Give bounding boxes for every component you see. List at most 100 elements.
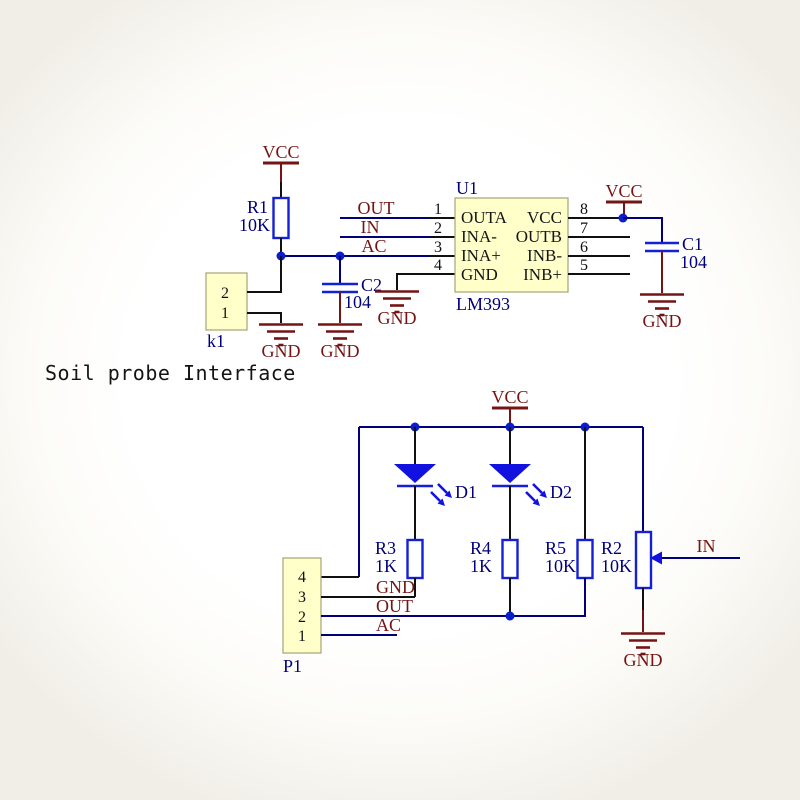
connector-k1: 2 1 k1: [205, 272, 248, 351]
gnd-symbol-k1: GND: [259, 323, 303, 361]
wire: [247, 312, 282, 323]
pin-number: 5: [580, 257, 588, 274]
ic-pin-name: INA-: [461, 227, 497, 246]
ic-pin-name: OUTB: [516, 227, 562, 246]
resistor-value: 10K: [545, 556, 576, 576]
emission-arrow-head: [532, 498, 540, 506]
net-out-bottom: OUT: [321, 578, 586, 621]
emission-arrow: [525, 491, 536, 502]
gnd-symbol-c1: GND: [640, 293, 684, 331]
potentiometer-value: 10K: [601, 556, 632, 576]
wire: [396, 273, 455, 290]
potentiometer-r2: R2 10K IN: [601, 427, 740, 632]
section-title: Soil probe Interface: [45, 361, 296, 385]
led-d1: D1: [394, 427, 477, 540]
net-label-ac: AC: [376, 615, 401, 635]
pin-number: 1: [298, 628, 306, 645]
resistor-ref: R1: [247, 197, 268, 217]
resistor-body: [272, 196, 290, 240]
resistor-ref: R5: [545, 538, 566, 558]
junction-dot: [505, 611, 515, 621]
net-label-out: OUT: [358, 198, 395, 218]
resistor-r3: R3 1K: [375, 538, 424, 597]
vcc-symbol-u1: VCC: [605, 181, 643, 218]
pin-number: 2: [221, 285, 229, 302]
pin-number: 3: [298, 589, 306, 606]
led-triangle: [489, 464, 531, 483]
capacitor-value: 104: [680, 252, 707, 272]
resistor-value: 10K: [239, 215, 270, 235]
net-label-out: OUT: [376, 596, 413, 616]
vcc-label: VCC: [262, 142, 299, 162]
net-gnd-bottom: GND: [321, 577, 415, 598]
pin-number: 1: [221, 305, 229, 322]
gnd-label: GND: [643, 311, 682, 331]
wiper-arrow-head: [650, 551, 662, 565]
pin-number: 4: [434, 257, 442, 274]
emission-arrow: [430, 491, 441, 502]
pin-number: 2: [434, 220, 442, 237]
resistor-value: 1K: [470, 556, 492, 576]
capacitor-c1: C1 104: [645, 234, 707, 293]
capacitor-value: 104: [344, 292, 371, 312]
ic-pin-name: GND: [461, 265, 498, 284]
gnd-label: GND: [262, 341, 301, 361]
ic-body: [454, 197, 569, 293]
ic-ref: U1: [456, 178, 478, 198]
ic-pin-name: VCC: [527, 208, 562, 227]
pin-number: 4: [298, 569, 306, 586]
vcc-symbol-bottom: VCC: [491, 387, 529, 427]
gnd-label: GND: [624, 650, 663, 670]
net-in-top: IN: [340, 217, 455, 238]
led-triangle: [394, 464, 436, 483]
pin-number: 3: [434, 239, 442, 256]
capacitor-c2: C2 104: [322, 256, 382, 323]
led-d2: D2: [489, 427, 572, 540]
wire: [623, 217, 663, 243]
capacitor-ref: C1: [682, 234, 703, 254]
pin-number: 6: [580, 239, 588, 256]
ic-pin-name: OUTA: [461, 208, 508, 227]
emission-arrow: [532, 483, 543, 494]
pin-number: 1: [434, 201, 442, 218]
gnd-symbol-r2: GND: [621, 632, 665, 670]
led-ref: D2: [550, 482, 572, 502]
vcc-symbol-r1: VCC: [262, 142, 300, 182]
resistor-ref: R3: [375, 538, 396, 558]
gnd-symbol-u1pin4: GND: [375, 290, 419, 328]
emission-arrow-head: [539, 490, 547, 498]
resistor-r1: R1 10K: [239, 196, 290, 240]
capacitor-ref: C2: [361, 275, 382, 295]
emission-arrow-head: [444, 490, 452, 498]
gnd-label: GND: [378, 308, 417, 328]
pin-number: 7: [580, 220, 588, 237]
pin-number: 2: [298, 609, 306, 626]
ic-part: LM393: [456, 294, 510, 314]
potentiometer-ref: R2: [601, 538, 622, 558]
resistor-body: [501, 538, 519, 580]
resistor-r4: R4 1K: [470, 538, 519, 616]
led-ref: D1: [455, 482, 477, 502]
gnd-label: GND: [321, 341, 360, 361]
ic-u1: U1 LM393 1 2 3 4 OUTA INA- INA+ GND VCC …: [434, 178, 630, 314]
ic-pin-name: INA+: [461, 246, 501, 265]
resistor-ref: R4: [470, 538, 491, 558]
emission-arrow: [437, 483, 448, 494]
vcc-label: VCC: [605, 181, 642, 201]
ic-pin-name: INB+: [523, 265, 562, 284]
connector-ref: P1: [283, 656, 302, 676]
resistor-body: [576, 538, 594, 580]
resistor-value: 1K: [375, 556, 397, 576]
potentiometer-body: [634, 530, 653, 590]
vcc-label: VCC: [491, 387, 528, 407]
gnd-symbol-c2: GND: [318, 323, 362, 361]
net-label-in: IN: [697, 536, 716, 556]
connector-ref: k1: [207, 331, 225, 351]
resistor-body: [406, 538, 424, 580]
net-out-top: OUT: [340, 198, 455, 219]
net-label-gnd: GND: [376, 577, 415, 597]
pin-number: 8: [580, 201, 588, 218]
wire: [247, 256, 282, 293]
